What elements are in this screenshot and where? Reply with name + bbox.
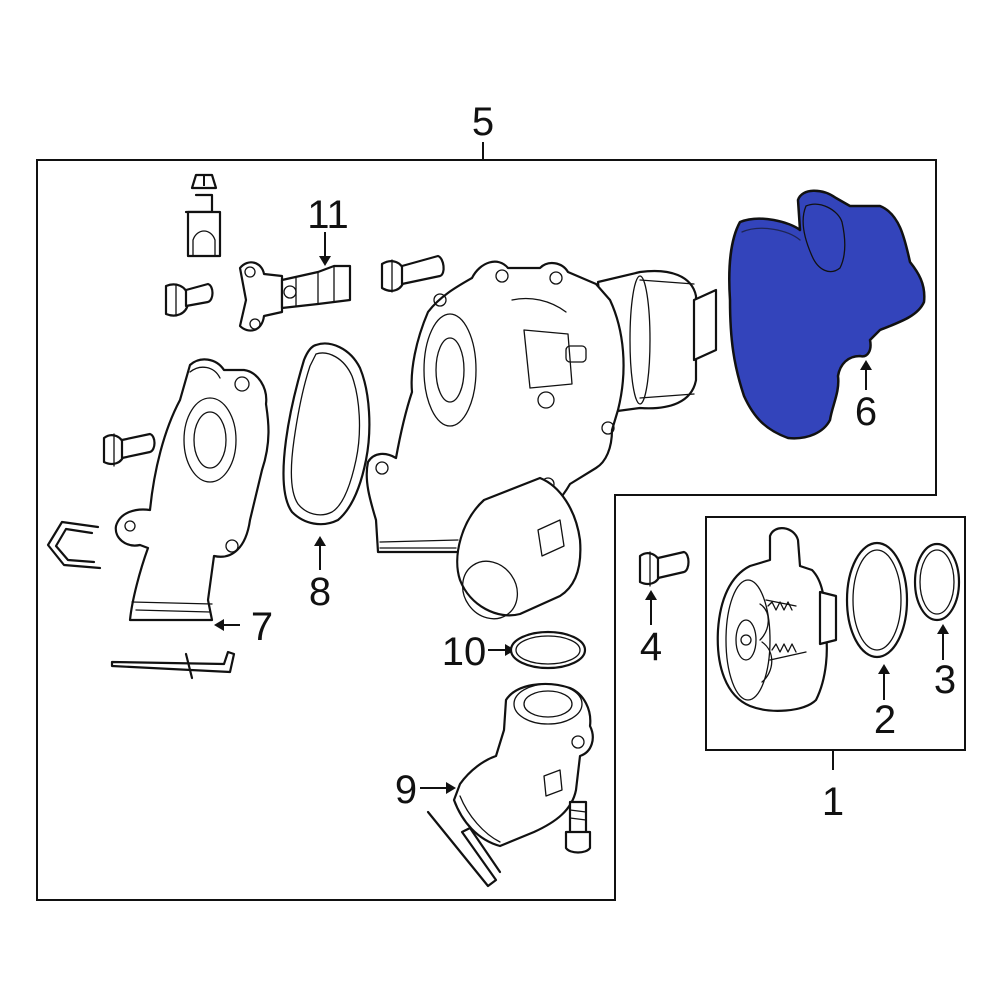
part-11-sensor[interactable] [184, 173, 352, 332]
assembly-1-frame [705, 516, 966, 770]
clip-left [46, 520, 102, 570]
part-2-seal[interactable] [845, 541, 909, 659]
callout-4[interactable]: 4 [640, 625, 662, 669]
callout-9[interactable]: 9 [395, 768, 417, 812]
callout-8[interactable]: 8 [309, 570, 331, 614]
part-9-outlet-pipe[interactable] [452, 682, 594, 848]
callout-11[interactable]: 11 [307, 193, 349, 237]
part-10-oring[interactable] [509, 630, 587, 670]
part-8-gasket[interactable] [282, 342, 371, 526]
part-4-bolt[interactable] [638, 550, 690, 587]
part-5-pump-body[interactable] [365, 260, 718, 554]
bolt-upper-left [164, 282, 214, 317]
bolt-mid-left [102, 432, 156, 467]
bolt-vertical [564, 800, 592, 854]
callout-3[interactable]: 3 [934, 658, 956, 702]
assembly-5-frame [36, 142, 937, 901]
callout-6[interactable]: 6 [855, 390, 877, 434]
clip-bottom-left [110, 650, 236, 680]
callout-2[interactable]: 2 [874, 698, 896, 742]
bolt-upper-right [380, 254, 445, 293]
callout-10[interactable]: 10 [442, 630, 487, 674]
part-7-thermostat-housing[interactable] [114, 358, 270, 622]
part-3-oring[interactable] [913, 542, 961, 622]
part-6-gasket-highlighted[interactable] [728, 189, 926, 440]
callout-7[interactable]: 7 [251, 605, 273, 649]
leader-arrows [214, 232, 949, 794]
callout-5[interactable]: 5 [472, 100, 494, 144]
pump-outlet-spout[interactable] [451, 476, 582, 629]
part-1-impeller[interactable] [716, 527, 838, 712]
callout-1[interactable]: 1 [822, 780, 844, 824]
clip-9 [426, 810, 502, 888]
